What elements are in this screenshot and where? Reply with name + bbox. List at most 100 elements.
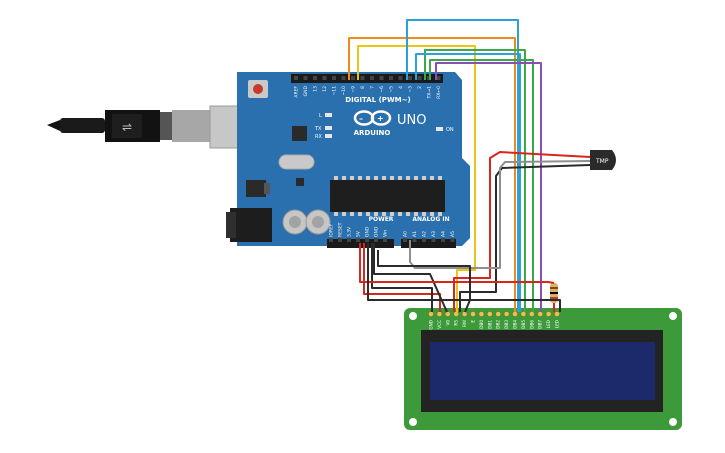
pin-label: ~9 — [351, 86, 357, 93]
model-label: UNO — [397, 113, 426, 128]
lcd-pin-label: DB5 — [521, 320, 526, 329]
pin-label: A2 — [422, 231, 428, 237]
pin-socket[interactable] — [370, 76, 374, 80]
lcd-pin[interactable] — [428, 311, 434, 317]
wire-green[interactable] — [429, 59, 534, 312]
pin-socket[interactable] — [450, 238, 455, 242]
lcd-pin-label: VCC — [437, 320, 442, 329]
wire-red[interactable] — [363, 243, 441, 312]
lcd-pin-label: LED — [555, 320, 560, 328]
pin-socket[interactable] — [365, 238, 369, 242]
wire-black[interactable] — [367, 243, 561, 312]
pin-socket[interactable] — [329, 238, 333, 242]
lcd-pin[interactable] — [478, 311, 485, 317]
pin-label: IOREF — [329, 223, 335, 237]
brand-label: ARDUINO — [354, 129, 391, 137]
wire-black[interactable] — [459, 164, 591, 312]
pin-socket[interactable] — [322, 76, 327, 80]
pin-socket[interactable] — [417, 76, 422, 80]
pin-label: GND — [303, 85, 309, 96]
lcd-pin[interactable] — [520, 311, 527, 317]
svg-text:+: + — [377, 114, 384, 123]
wire-blue[interactable] — [415, 53, 521, 312]
analog-header — [401, 239, 456, 248]
wire-blue[interactable] — [406, 19, 519, 312]
pin-socket[interactable] — [347, 238, 351, 242]
wire-black[interactable] — [373, 243, 448, 313]
pin-socket[interactable] — [441, 238, 445, 242]
pin-socket[interactable] — [374, 238, 378, 242]
pin-label: 7 — [370, 86, 376, 89]
lcd-pin[interactable] — [554, 311, 560, 317]
pin-socket[interactable] — [332, 76, 336, 80]
lcd-pin[interactable] — [486, 311, 493, 317]
wire-purple[interactable] — [435, 62, 542, 312]
lcd-pin[interactable] — [495, 311, 502, 317]
pin-socket[interactable] — [360, 76, 365, 80]
pin-socket[interactable] — [412, 238, 417, 242]
digital-label: DIGITAL (PWM~) — [345, 96, 410, 104]
wire-red[interactable] — [453, 151, 591, 312]
pin-label: Vin — [383, 230, 389, 237]
lcd-screen — [430, 342, 655, 400]
pin-socket[interactable] — [338, 238, 342, 242]
wire-orange[interactable] — [348, 37, 516, 312]
pin-socket[interactable] — [398, 76, 403, 80]
power-label: POWER — [369, 216, 394, 223]
temperature-sensor[interactable]: TMP — [590, 150, 616, 170]
lcd-pin[interactable] — [436, 311, 443, 317]
arduino-logo: – + — [353, 110, 392, 126]
wire-black[interactable] — [377, 250, 471, 313]
pin-socket[interactable] — [379, 76, 384, 80]
pin-label: TX→1 — [427, 86, 433, 100]
pin-socket[interactable] — [422, 238, 426, 242]
pin-label: GND — [374, 226, 380, 237]
lcd-pin-label: DB0 — [479, 320, 484, 329]
lcd-pin[interactable] — [444, 311, 451, 317]
pin-label: 5V — [356, 230, 362, 237]
lcd-pin[interactable] — [461, 311, 468, 317]
digital-header — [291, 74, 443, 83]
lcd-pin[interactable] — [537, 311, 544, 317]
dc-power-jack[interactable] — [226, 208, 272, 242]
pin-socket[interactable] — [403, 238, 407, 242]
analog-label: ANALOG IN — [412, 216, 449, 223]
pin-socket[interactable] — [389, 76, 393, 80]
pin-label: RX←0 — [436, 86, 442, 99]
pin-socket[interactable] — [294, 76, 298, 80]
pin-label: GND — [365, 226, 371, 237]
wire-black[interactable] — [371, 243, 433, 312]
pin-socket[interactable] — [431, 238, 436, 242]
atmega-chip — [330, 176, 445, 216]
pin-label: ~10 — [341, 86, 347, 96]
wire-grey[interactable] — [409, 160, 591, 269]
pin-socket[interactable] — [436, 76, 441, 80]
pin-label: ~3 — [408, 86, 414, 93]
pin-socket[interactable] — [351, 76, 355, 80]
lcd-pin[interactable] — [528, 311, 535, 317]
usb-icon: ⇌ — [122, 120, 132, 134]
pin-socket[interactable] — [356, 238, 360, 242]
pin-socket[interactable] — [303, 76, 308, 80]
lcd-pin[interactable] — [512, 311, 518, 317]
wire-green[interactable] — [424, 49, 526, 312]
pin-socket[interactable] — [341, 76, 346, 80]
pin-label: 13 — [313, 86, 319, 92]
lcd-pin[interactable] — [503, 311, 510, 317]
pin-socket[interactable] — [408, 76, 412, 80]
wire-red[interactable] — [359, 243, 555, 284]
lcd-pin[interactable] — [470, 311, 476, 317]
lcd-pin[interactable] — [545, 311, 552, 317]
led-tx-label: TX — [314, 126, 322, 132]
lcd-pin[interactable] — [453, 311, 460, 317]
pin-socket[interactable] — [383, 238, 387, 242]
pin-socket[interactable] — [313, 76, 317, 80]
crystal — [278, 154, 315, 170]
lcd-pin-label: DB6 — [529, 320, 534, 329]
lcd-pin-label: DB7 — [538, 320, 543, 329]
